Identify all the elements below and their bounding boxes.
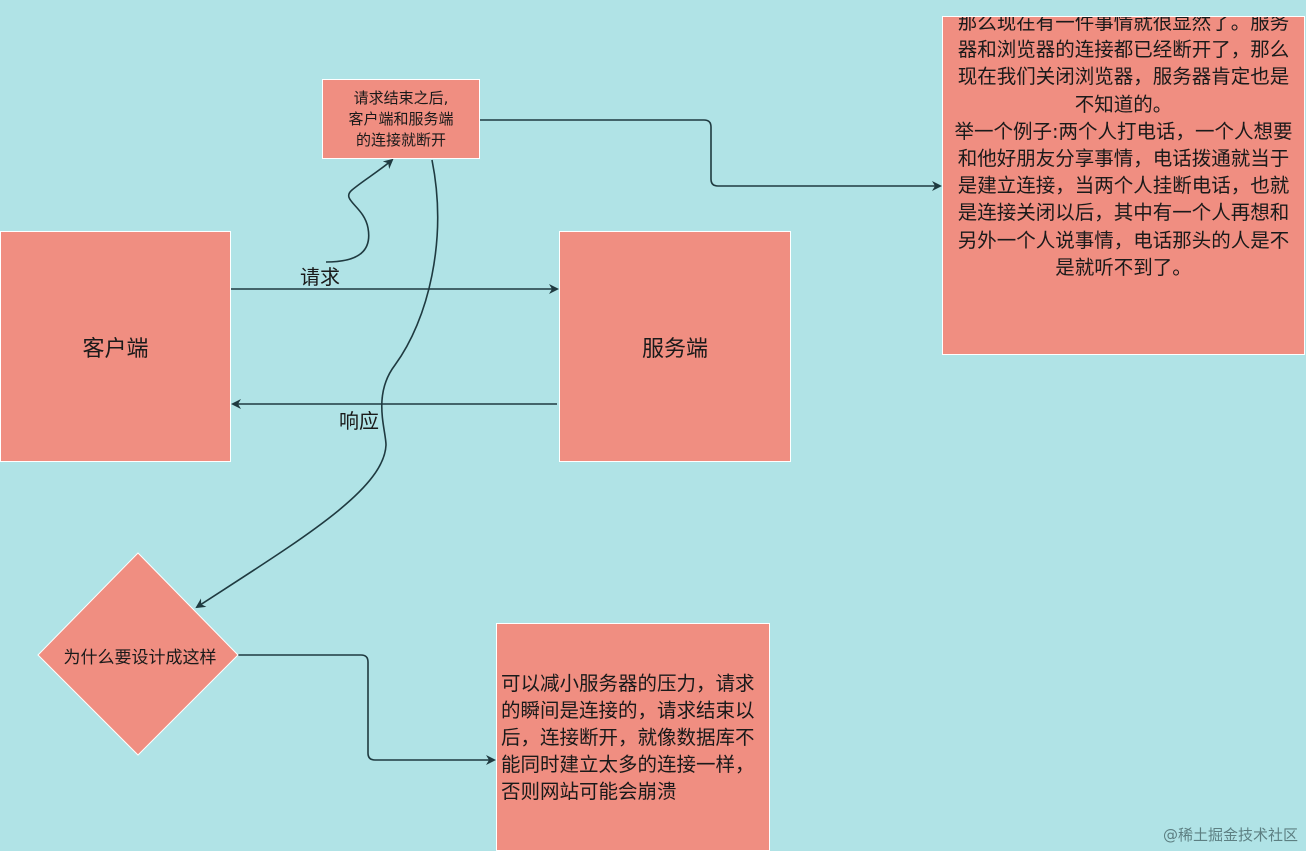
note-to-diamond-arrow	[195, 159, 439, 609]
answer-note: 可以减小服务器的压力，请求的瞬间是连接的，请求结束以后，连接断开，就像数据库不能…	[496, 623, 770, 851]
request-to-note-arrow	[325, 158, 394, 263]
explanation-paragraph-2: 举一个例子:两个人打电话，一个人想要和他好朋友分享事情，电话拨通就当于是建立连接…	[954, 119, 1293, 279]
disconnect-note: 请求结束之后, 客户端和服务端 的连接就断开	[322, 79, 480, 159]
request-label: 请求	[300, 265, 340, 289]
diamond-to-answer-arrow	[238, 654, 496, 765]
client-label: 客户端	[82, 336, 149, 362]
response-label: 响应	[339, 409, 379, 433]
note-to-right-note-arrow	[480, 119, 942, 191]
disconnect-note-text: 请求结束之后, 客户端和服务端 的连接就断开	[348, 88, 454, 149]
question-diamond	[37, 552, 239, 756]
answer-note-text: 可以减小服务器的压力，请求的瞬间是连接的，请求结束以后，连接断开，就像数据库不能…	[501, 671, 755, 803]
client-node: 客户端	[0, 231, 231, 462]
explanation-note: 那么现在有一件事情就很显然了。服务器和浏览器的连接都已经断开了，那么现在我们关闭…	[942, 16, 1305, 355]
server-node: 服务端	[559, 231, 791, 462]
watermark: @稀土掘金技术社区	[1162, 826, 1298, 844]
question-label: 为什么要设计成这样	[63, 647, 217, 668]
server-label: 服务端	[641, 336, 708, 362]
explanation-paragraph-1: 那么现在有一件事情就很显然了。服务器和浏览器的连接都已经断开了，那么现在我们关闭…	[957, 16, 1290, 116]
